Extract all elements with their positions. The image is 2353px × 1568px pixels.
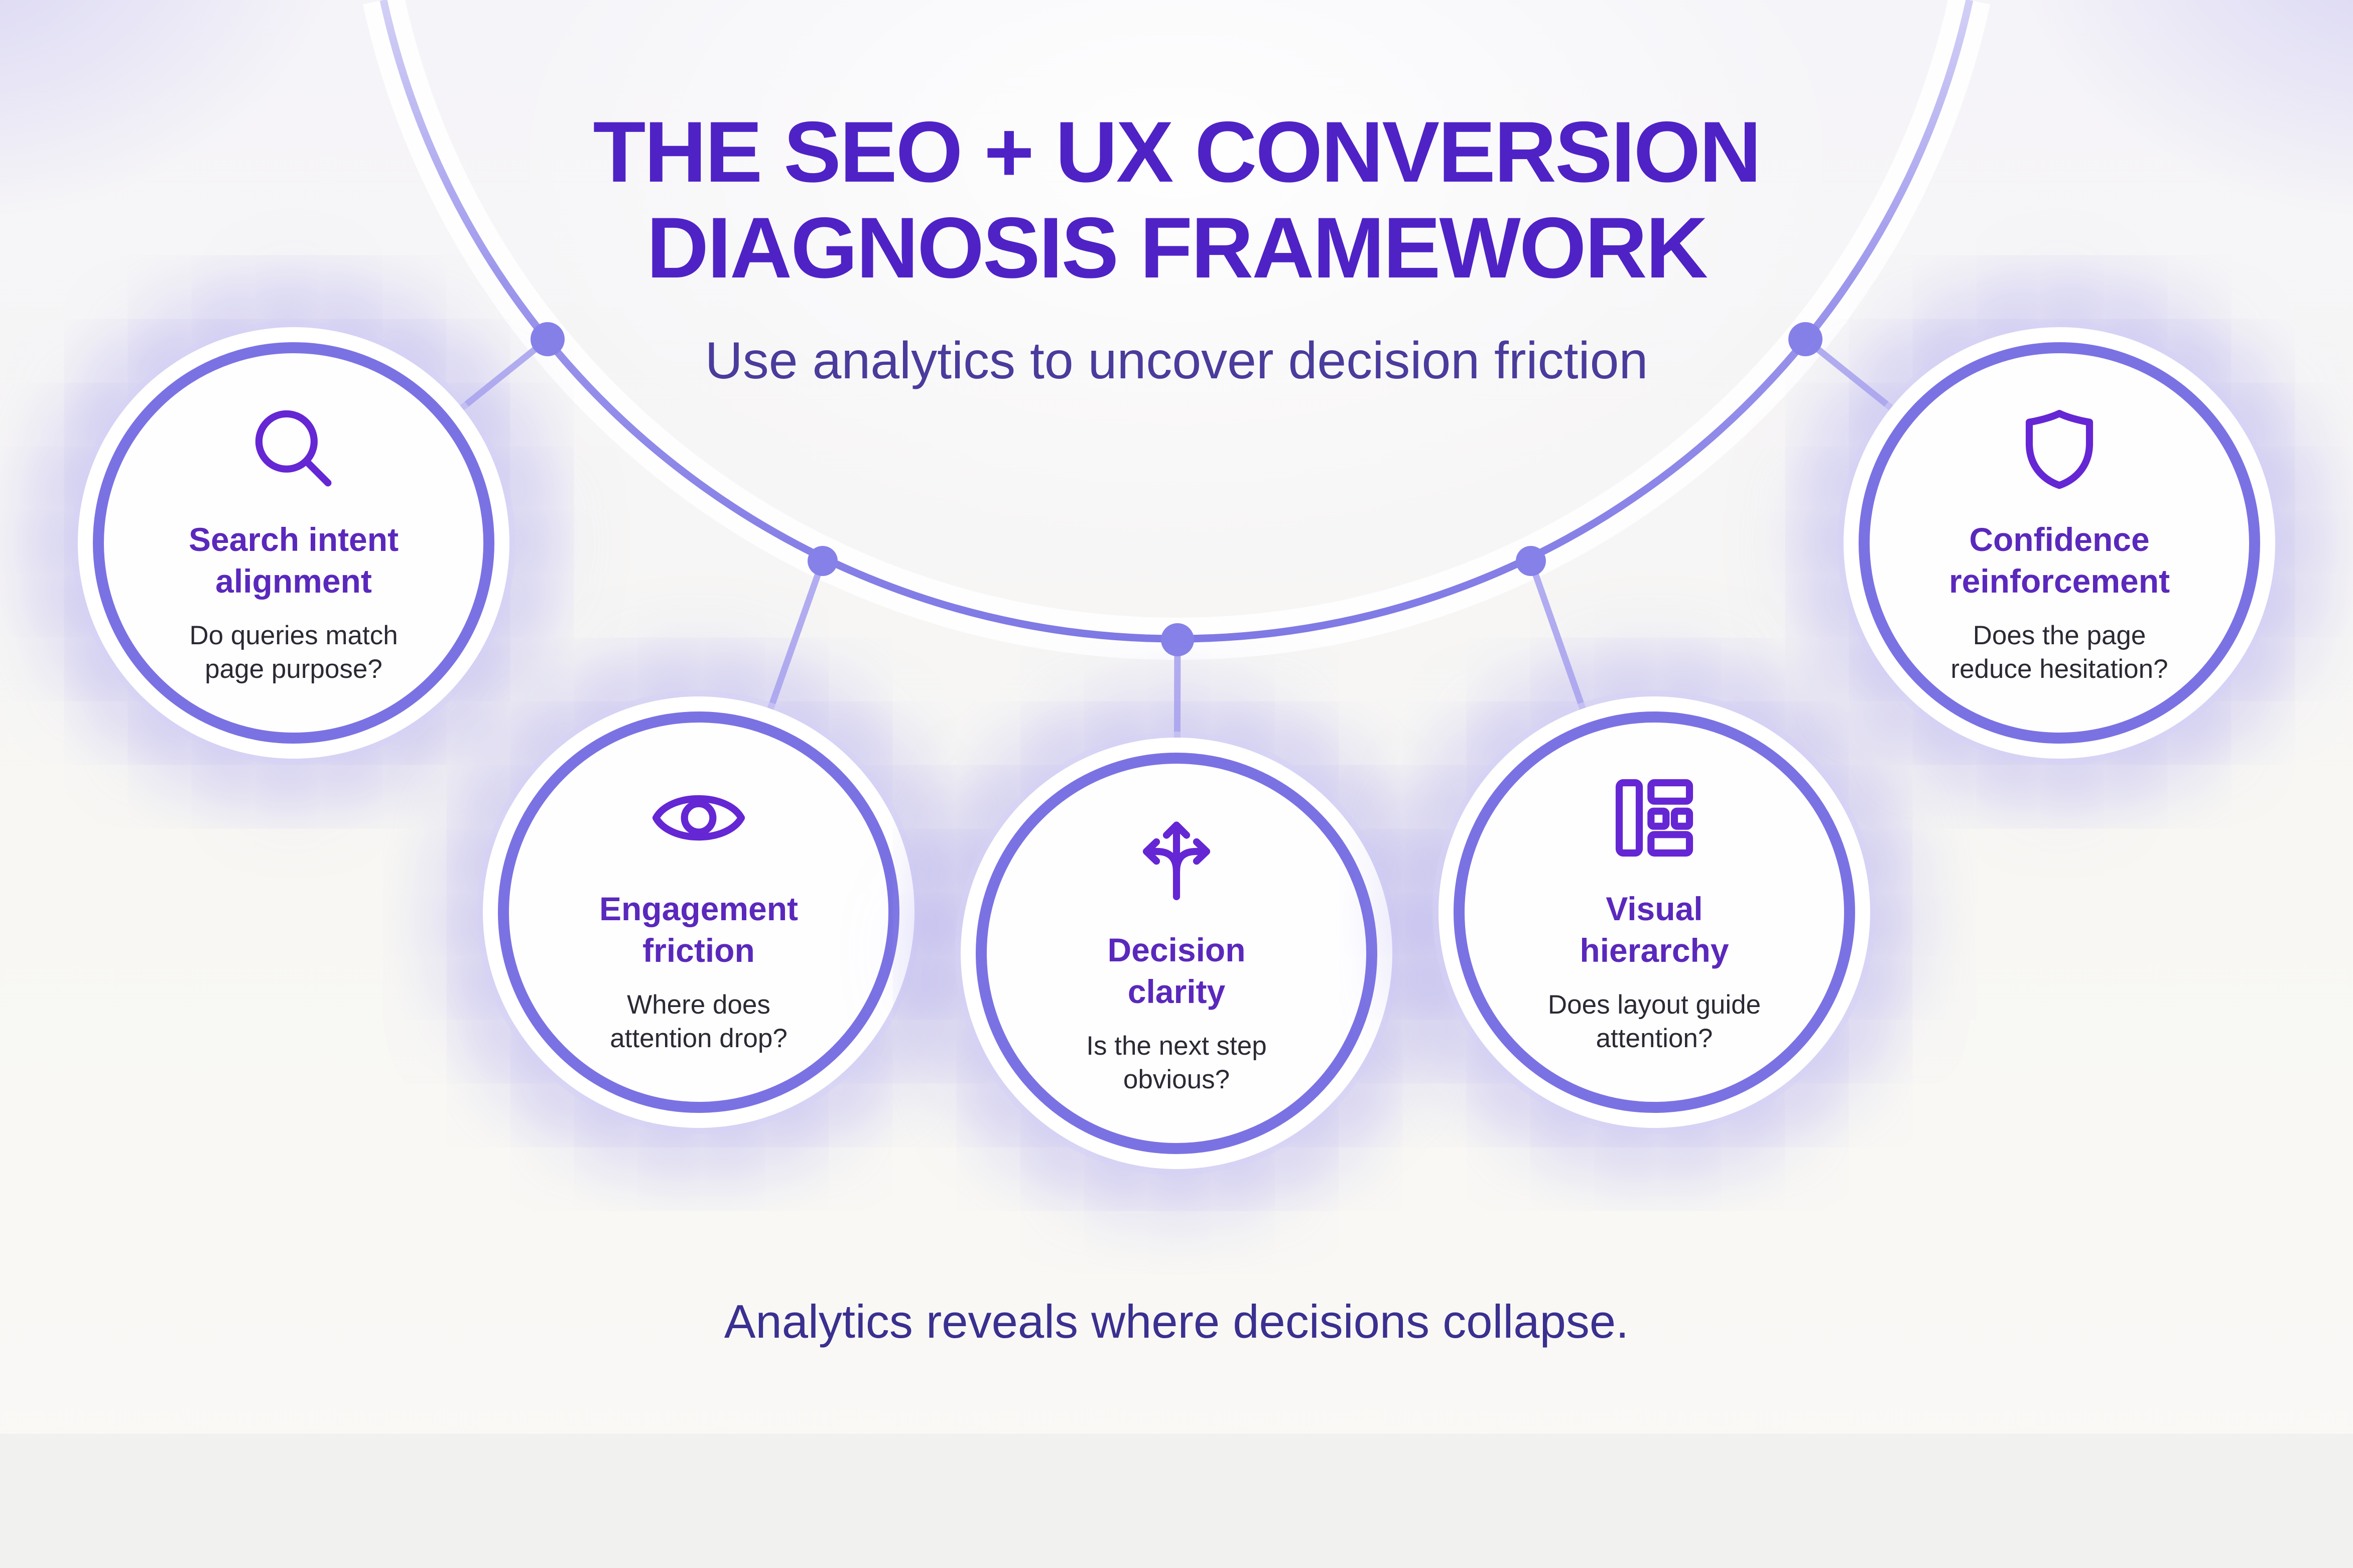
node-question: Is the next step obvious? [1086,1031,1267,1094]
node-search-intent-alignment: Search intent alignment Do queries match… [93,342,494,744]
node-question: Does layout guide attention? [1547,990,1761,1053]
arc-line [379,0,1974,643]
node-engagement-friction: Engagement friction Where does attention… [498,711,899,1113]
node-question: Does the page reduce hesitation? [1950,621,2168,684]
node-decision-clarity: Decision clarity Is the next step obviou… [976,753,1377,1154]
node-heading: Engagement friction [599,890,799,969]
arc-halo [362,0,1991,660]
branch-arrows-icon [1142,821,1211,901]
page-title: THE SEO + UX CONVERSION DIAGNOSIS FRAMEW… [593,104,1761,296]
bottom-tagline: Analytics reveals where decisions collap… [724,1295,1629,1348]
node-question: Do queries match page purpose? [189,621,398,684]
page-subtitle: Use analytics to uncover decision fricti… [705,332,1648,390]
eye-icon [652,795,745,841]
layout-icon [1615,779,1693,857]
connector-dots [531,322,1822,656]
footer-band [0,1434,2353,1568]
magnifier-icon [255,410,332,487]
node-heading: Search intent alignment [188,521,399,600]
node-heading: Confidence reinforcement [1948,521,2170,600]
node-visual-hierarchy: Visual hierarchy Does layout guide atten… [1454,711,1855,1113]
node-heading: Visual hierarchy [1580,890,1729,969]
node-heading: Decision clarity [1107,931,1246,1011]
shield-icon [2025,409,2094,489]
node-question: Where does attention drop? [610,990,788,1053]
node-confidence-reinforcement: Confidence reinforcement Does the page r… [1859,342,2260,744]
